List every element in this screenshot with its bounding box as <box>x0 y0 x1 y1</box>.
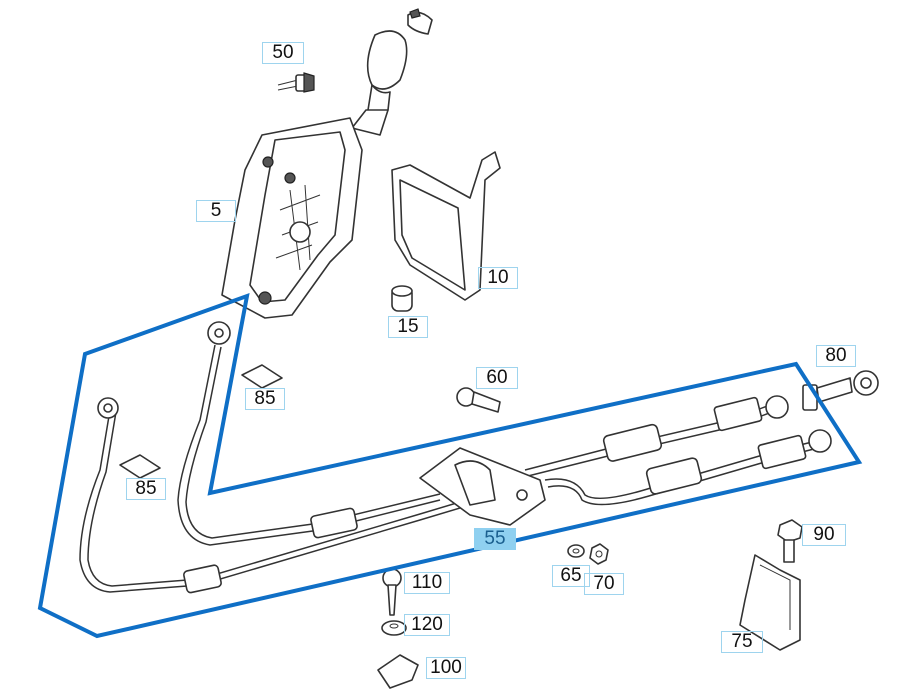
callout-110[interactable]: 110 <box>404 572 450 594</box>
callout-80[interactable]: 80 <box>816 345 856 367</box>
shift-cable-middle-drawing <box>177 321 441 546</box>
callout-65[interactable]: 65 <box>552 565 590 587</box>
callout-85-lower[interactable]: 85 <box>126 478 166 500</box>
screw-50-drawing <box>277 72 315 93</box>
callout-90[interactable]: 90 <box>802 524 846 546</box>
shift-cable-left-drawing <box>79 397 471 594</box>
callout-10[interactable]: 10 <box>478 267 518 289</box>
callout-120[interactable]: 120 <box>404 614 450 636</box>
callout-50[interactable]: 50 <box>262 42 304 64</box>
boot-frame-drawing <box>391 151 501 301</box>
callout-70[interactable]: 70 <box>584 573 624 595</box>
shift-cable-right-drawing <box>524 395 832 506</box>
callout-100[interactable]: 100 <box>426 657 466 679</box>
gear-knob-drawing <box>351 30 408 136</box>
bracket-75-drawing <box>739 519 803 651</box>
callout-85-upper[interactable]: 85 <box>245 388 285 410</box>
shift-housing-drawing <box>221 117 363 319</box>
fasteners-bottom-drawing <box>377 568 419 689</box>
callout-75[interactable]: 75 <box>721 631 763 653</box>
callout-5[interactable]: 5 <box>196 200 236 222</box>
callout-15[interactable]: 15 <box>388 316 428 338</box>
cable-bracket-drawing <box>419 447 546 526</box>
clip-85-drawing <box>119 364 283 479</box>
callout-55-selected[interactable]: 55 <box>474 528 516 550</box>
callout-60[interactable]: 60 <box>476 367 518 389</box>
cap-clip-drawing <box>407 8 433 35</box>
bolt-60-drawing <box>456 387 501 413</box>
washer-nut-drawing <box>567 543 609 565</box>
bushing-15-drawing <box>391 285 413 312</box>
